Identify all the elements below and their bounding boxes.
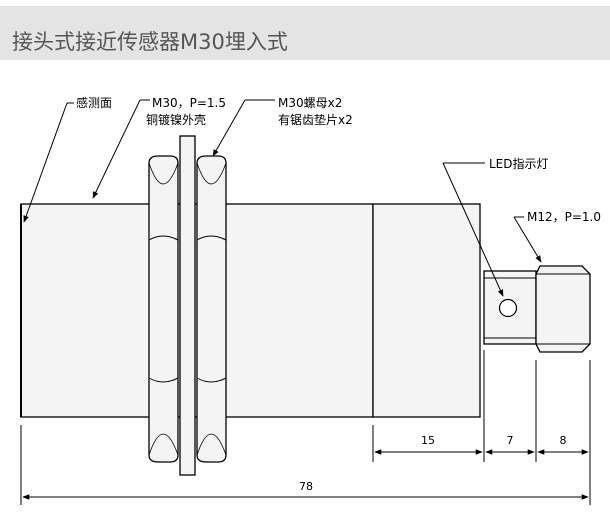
dim-neck: 7 <box>507 434 514 447</box>
led-indicator <box>498 298 518 318</box>
label-thread-spec: M30，P=1.5 <box>152 96 226 110</box>
dim-body-tail: 15 <box>421 434 435 447</box>
dim-connector: 8 <box>560 434 567 447</box>
label-connector: M12，P=1.0 <box>527 210 601 224</box>
dim-overall: 78 <box>299 480 313 493</box>
label-housing: 铜镀镍外壳 <box>146 112 206 127</box>
label-sensing-face: 感测面 <box>76 95 112 110</box>
label-nut-spec: M30螺母x2 <box>278 96 342 110</box>
washer <box>179 135 196 476</box>
rear-housing <box>372 203 481 418</box>
label-led: LED指示灯 <box>489 156 549 171</box>
label-washer: 有锯齿垫片x2 <box>278 112 353 127</box>
page-title: 接头式接近传感器M30埋入式 <box>12 30 288 54</box>
nut-left <box>148 155 179 463</box>
m12-connector <box>535 265 591 353</box>
nut-right <box>196 155 227 463</box>
title-bar: 接头式接近传感器M30埋入式 <box>0 6 610 60</box>
